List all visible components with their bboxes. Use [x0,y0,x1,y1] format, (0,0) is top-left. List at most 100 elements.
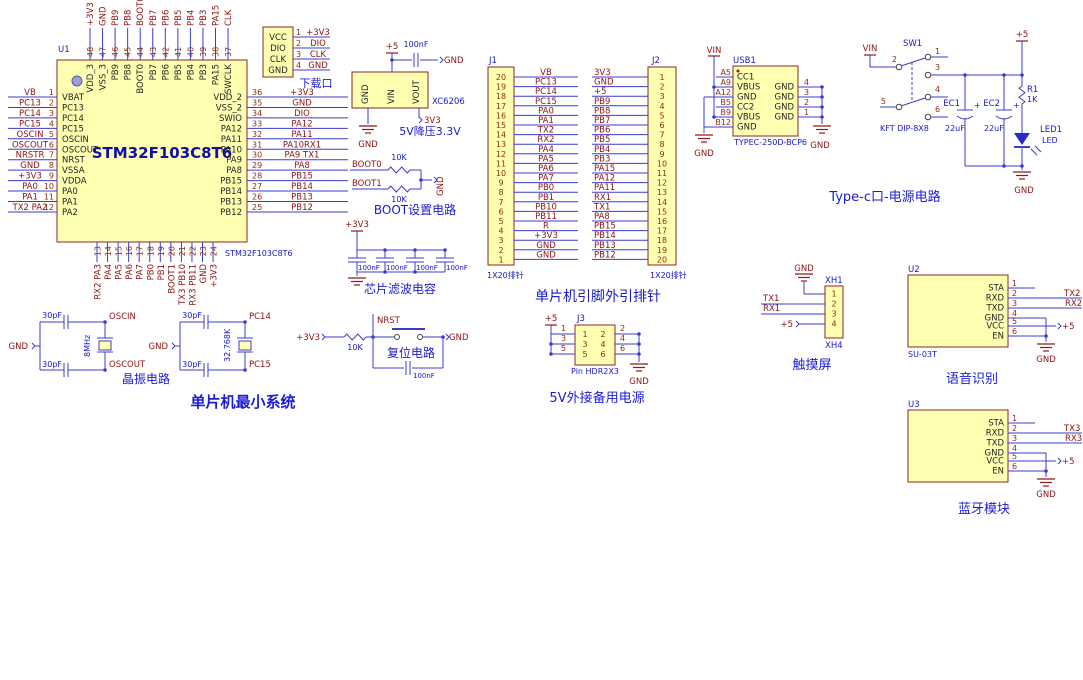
pin-number: 3 [498,236,503,245]
mcu-refdes: U1 [58,45,70,55]
net-label: PA10RX1 [283,140,321,150]
net-pc14: PC14 [249,312,271,322]
net-oscout: OSCOUT [109,360,146,370]
gnd-label: GND [629,377,649,387]
pin-number: 20 [496,73,506,82]
switch-contact[interactable] [924,71,932,79]
switch-contact[interactable] [924,93,932,101]
pin-number: 6 [1012,462,1017,471]
regulator-body[interactable] [351,71,429,109]
pin-number: 2 [831,300,836,309]
pin-name: VDD_3 [86,64,96,93]
crystal-8mhz-body[interactable] [98,340,112,351]
net-label: CLK [310,50,327,60]
pin-number: 44 [136,47,145,57]
net-label: PB14 [594,231,616,241]
reset-button[interactable] [394,334,400,340]
net-label: PB11 [535,212,557,222]
net-label: PA15 [212,5,222,26]
r1-refdes: R1 [1027,85,1038,95]
pin-name: VSS_3 [99,64,109,90]
net-label: GND [199,264,209,284]
junction-dot [443,248,447,252]
net-label: PA8 [594,212,610,222]
port-flag-icon [171,342,176,350]
touch-body[interactable] [824,285,844,339]
resistor-icon[interactable] [343,333,367,341]
power-flag-5v: +5 [1062,322,1075,332]
pin-number: 12 [496,150,506,159]
reset-button[interactable] [417,334,423,340]
pin-number: 22 [188,246,197,256]
pin-number: 11 [657,169,667,178]
net-pc15: PC15 [249,360,271,370]
resistor-icon[interactable] [387,185,411,193]
pin-number: 19 [157,246,166,256]
bt-body[interactable] [907,409,1009,483]
net-label: PB15 [594,222,616,232]
pin-number: 3 [296,50,301,59]
pin1-marker-icon [71,75,83,87]
net-label: PB13 [594,241,616,251]
pin-name: CLK [270,55,287,65]
wire [1034,145,1042,153]
resistor-icon[interactable] [1018,85,1026,105]
net-label: PB5 [174,10,184,26]
usb-body[interactable] [732,65,799,137]
junction-dot [390,58,394,62]
j3-body[interactable] [574,324,616,366]
net-label: PA0 [538,106,554,116]
pin-number: 9 [498,179,503,188]
pin-number: 5 [1012,317,1017,326]
crystal-freq: 32.768K [223,328,232,362]
switch-contact[interactable] [924,113,932,121]
pin-number: 1 [582,330,587,339]
voice-body[interactable] [907,274,1009,348]
pin-number: 47 [99,47,108,57]
cap-value: 100nF [386,264,408,272]
pin-number: 20 [657,255,667,264]
crystal-32k-body[interactable] [238,340,252,351]
j1-body[interactable] [487,66,515,266]
reset-circuit: +3V3 10K NRST GND 100nF 复位电路 [296,316,469,380]
pin-name: SWIO [219,114,242,124]
j2-type: 1X20排针 [650,270,687,280]
section-title-boot: BOOT设置电路 [374,202,456,217]
gnd-port-label: GND [436,176,446,196]
switch-contact[interactable] [895,103,903,111]
pin-name: GND [775,113,795,123]
pin-number: 5 [881,97,886,106]
pin-number: 40 [186,47,195,57]
net-label: GND [292,98,312,108]
pin-number: 7 [659,131,664,140]
download-port-body[interactable] [262,26,294,78]
pin-name: VBUS [737,113,760,123]
pin-number: 17 [136,246,145,256]
pin-number: 6 [600,350,605,359]
net-label: PA6 [538,164,554,174]
polarity-plus: + [1013,101,1020,110]
pin-name: RXD [986,429,1005,439]
pin-name: VDD_2 [213,93,242,103]
net-label: PB7 [594,116,610,126]
pin-number: 32 [252,130,262,139]
net-label: PA4 [538,145,554,155]
gnd-label: GND [1014,186,1034,196]
mcu-body[interactable] [56,59,248,243]
net-label: BOOT0 [136,0,146,26]
resistor-icon[interactable] [387,166,411,174]
net-label: PB14 [291,182,313,192]
pin-number: 3 [582,340,587,349]
pin-name: VCC [986,457,1004,467]
net-tx2: TX2 [1063,289,1080,299]
xh4-refdes: XH4 [825,341,843,351]
download-port-circuit: 下载口 [262,26,333,90]
junction-dot [383,248,387,252]
pin-number: 19 [657,246,667,255]
switch-contact[interactable] [924,53,932,61]
j2-body[interactable] [647,66,677,266]
pin-name: GND [775,103,795,113]
switch-contact[interactable] [895,63,903,71]
pin-name: DIO [270,44,286,54]
